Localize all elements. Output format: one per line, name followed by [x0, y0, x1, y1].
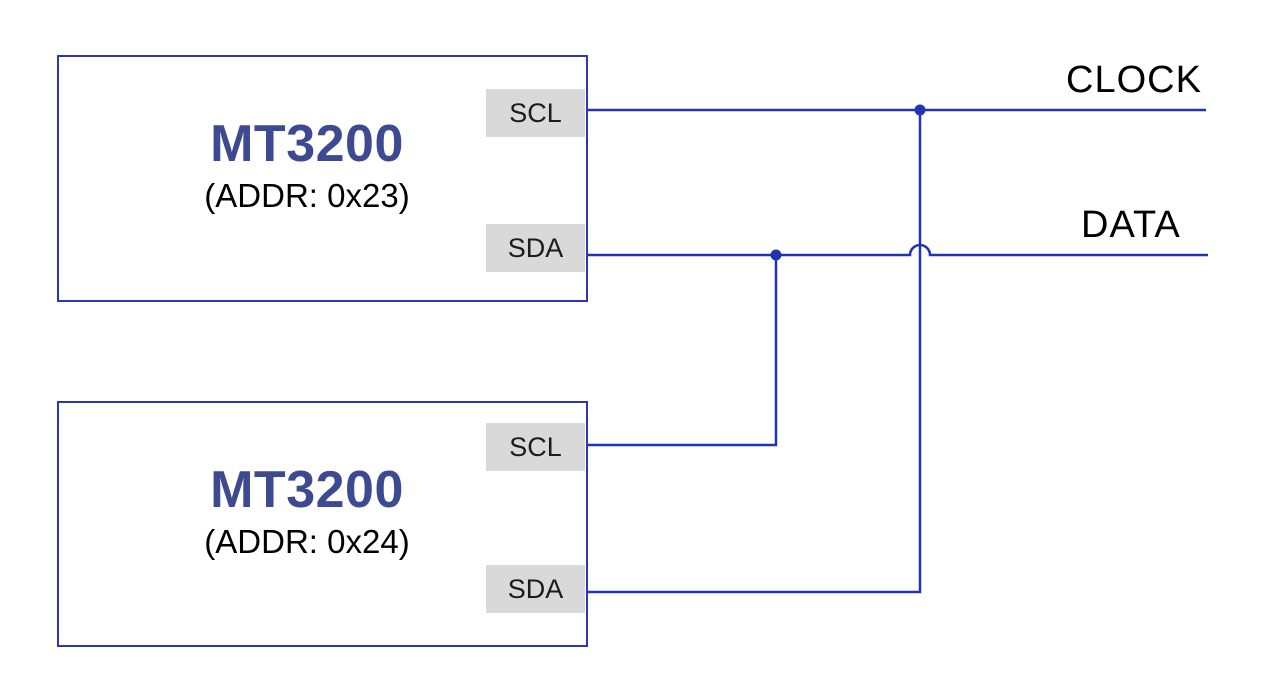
pin-label: SCL	[509, 97, 562, 128]
pin-label: SDA	[507, 573, 564, 604]
device1-pin-sda: SDA	[486, 224, 585, 272]
data-junction-dot	[770, 249, 782, 261]
device-name: MT3200	[210, 115, 404, 173]
device2-pin-sda: SDA	[486, 565, 585, 613]
device2-sda-to-clock-wire	[588, 110, 922, 594]
clock-junction-dot	[914, 104, 926, 116]
device-address: (ADDR: 0x24)	[204, 523, 410, 560]
device2-scl-to-data-wire	[588, 255, 778, 447]
data-bus-label: DATA	[1081, 204, 1181, 246]
data-bus-line-with-hop	[588, 243, 1208, 257]
pin-label: SCL	[509, 431, 562, 462]
pin-label: SDA	[507, 232, 564, 263]
device-name: MT3200	[210, 461, 404, 519]
device1-pin-scl: SCL	[486, 89, 585, 137]
device-address: (ADDR: 0x23)	[204, 177, 410, 214]
clock-bus-label: CLOCK	[1066, 59, 1202, 101]
device2-pin-scl: SCL	[486, 423, 585, 471]
